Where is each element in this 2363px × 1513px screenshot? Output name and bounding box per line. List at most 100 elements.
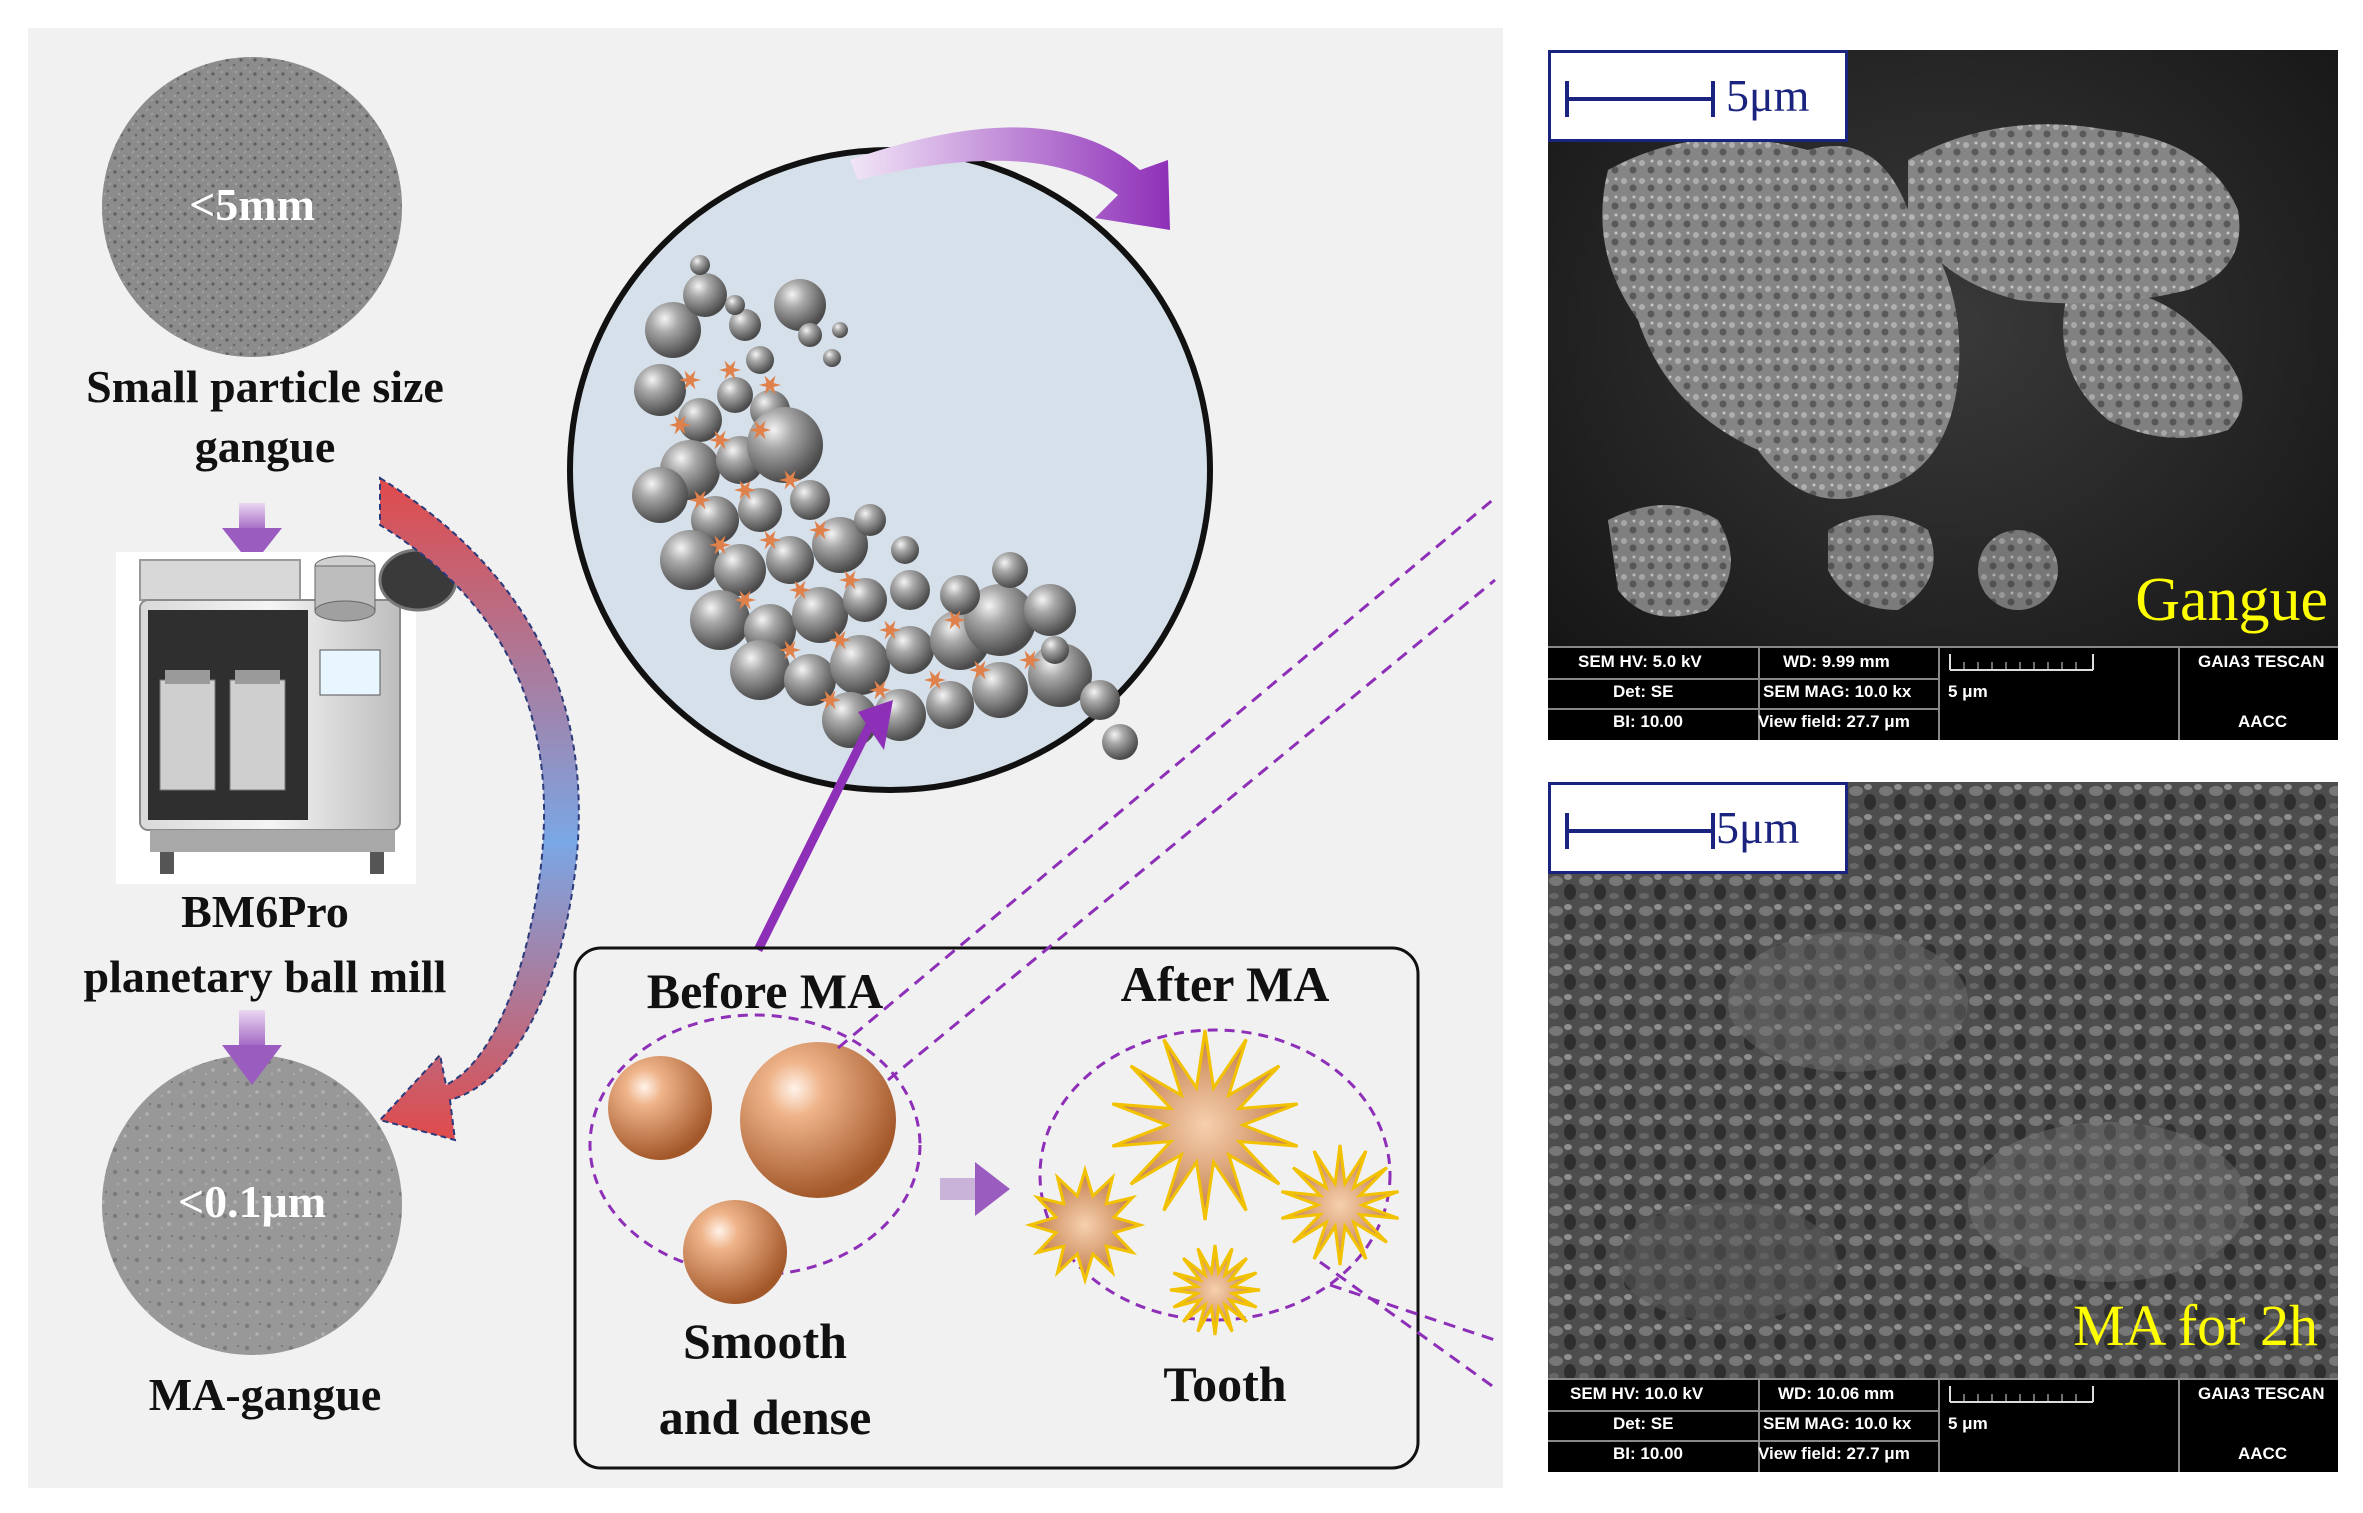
smooth-particle — [740, 1042, 896, 1198]
sem-ruler — [1949, 1386, 2094, 1403]
disc-bottom-size: <0.1μm — [177, 1176, 327, 1227]
steel-ball — [890, 570, 930, 610]
sem-image-gangue: 5μm Gangue SEM HV: 5.0 kV WD: 9.99 mm De… — [1548, 50, 2338, 740]
sem-info-bar: SEM HV: 10.0 kV WD: 10.06 mm Det: SE SEM… — [1548, 1378, 2338, 1472]
sem-label-ma-2h: MA for 2h — [2073, 1293, 2318, 1358]
steel-ball — [691, 496, 739, 544]
copper-flake — [679, 370, 701, 390]
copper-flake — [689, 490, 711, 510]
steel-ball — [746, 346, 774, 374]
label-after-ma: After MA — [1120, 956, 1330, 1012]
tooth-particle — [1111, 1029, 1299, 1221]
steel-ball — [1041, 636, 1069, 664]
steel-ball — [774, 279, 826, 331]
copper-flake — [734, 480, 756, 500]
steel-ball — [729, 309, 761, 341]
before-ma-region — [588, 1013, 922, 1277]
steel-ball — [832, 322, 848, 338]
sem-texture — [1548, 50, 2338, 740]
steel-ball — [766, 536, 814, 584]
copper-flake — [789, 580, 811, 600]
scale-bar-label: 5μm — [1726, 70, 1810, 121]
steel-ball — [645, 302, 701, 358]
steel-ball — [634, 364, 686, 416]
steel-ball — [823, 349, 841, 367]
steel-ball — [790, 480, 830, 520]
copper-flake — [819, 690, 841, 710]
label-tooth: Tooth — [1163, 1356, 1287, 1412]
steel-ball — [683, 273, 727, 317]
steel-ball — [964, 584, 1036, 656]
copper-flake — [719, 360, 741, 380]
tooth-particles — [1024, 1029, 1400, 1336]
steel-ball — [690, 590, 750, 650]
label-smooth-line1: Smooth — [683, 1313, 847, 1369]
steel-ball — [891, 536, 919, 564]
tooth-particle — [1280, 1144, 1400, 1266]
after-ma-region — [1038, 1028, 1392, 1322]
ma-gangue-disc — [102, 1055, 402, 1355]
coarse-gangue-disc — [102, 57, 402, 357]
smooth-particle — [683, 1200, 787, 1304]
steel-ball — [1028, 643, 1092, 707]
copper-flake — [879, 620, 901, 640]
sem-texture — [1548, 782, 2338, 1472]
ma-process-box — [573, 946, 1420, 1470]
copper-flake — [944, 610, 966, 630]
copper-flake — [869, 680, 891, 700]
ball-mill-image — [116, 548, 458, 884]
steel-ball — [792, 587, 848, 643]
sem-mag: SEM MAG: 10.0 kx — [1763, 1414, 1912, 1433]
sem-wd: WD: 9.99 mm — [1783, 652, 1890, 671]
sem-det: Det: SE — [1613, 1414, 1674, 1433]
tooth-particle — [1024, 1164, 1146, 1286]
sem-view-field: View field: 27.7 μm — [1758, 1444, 1910, 1463]
copper-flake — [839, 570, 861, 590]
steel-ball — [1080, 680, 1120, 720]
scale-bar — [1565, 81, 1715, 117]
sem-info-bar: SEM HV: 5.0 kV WD: 9.99 mm Det: SE SEM M… — [1548, 646, 2338, 740]
steel-ball — [854, 504, 886, 536]
sem-image-ma-2h: 5μm MA for 2h SEM HV: 10.0 kV WD: 10.06 … — [1548, 782, 2338, 1472]
scale-bar-label: 5μm — [1716, 802, 1800, 853]
scale-bar — [1565, 813, 1715, 849]
steel-ball — [843, 578, 887, 622]
process-link-arrow — [753, 700, 893, 953]
label-before-ma: Before MA — [646, 963, 884, 1019]
sem-hv: SEM HV: 5.0 kV — [1578, 652, 1702, 671]
copper-flake — [809, 520, 831, 540]
label-smooth-line2: and dense — [658, 1389, 872, 1445]
steel-ball — [940, 575, 980, 615]
copper-flake — [749, 420, 771, 440]
sem-org: AACC — [2238, 712, 2288, 731]
sem-mag: SEM MAG: 10.0 kx — [1763, 682, 1912, 701]
steel-ball — [730, 640, 790, 700]
sem-bi: BI: 10.00 — [1613, 1444, 1683, 1463]
steel-ball — [714, 544, 766, 596]
sem-brand: GAIA3 TESCAN — [2198, 652, 2325, 671]
zoom-lines — [837, 496, 1496, 1390]
steel-ball — [747, 407, 823, 483]
copper-flake — [759, 530, 781, 550]
sem-view-field: View field: 27.7 μm — [1758, 712, 1910, 731]
sem-hv: SEM HV: 10.0 kV — [1570, 1384, 1704, 1403]
steel-ball — [1102, 724, 1138, 760]
label-ma-gangue: MA-gangue — [148, 1369, 382, 1420]
steel-ball — [1024, 584, 1076, 636]
sem-det: Det: SE — [1613, 682, 1674, 701]
copper-flake — [709, 535, 731, 555]
sem-wd: WD: 10.06 mm — [1778, 1384, 1895, 1403]
smooth-particle — [608, 1056, 712, 1160]
label-small-gangue-line2: gangue — [194, 421, 336, 472]
steel-ball — [784, 654, 836, 706]
gradient-return-arrow — [378, 476, 580, 1142]
steel-ball — [660, 530, 720, 590]
sem-label-gangue: Gangue — [2135, 566, 2328, 634]
steel-ball — [830, 635, 890, 695]
sem-ruler — [1949, 654, 2094, 671]
copper-flake — [924, 670, 946, 690]
steel-ball — [725, 295, 745, 315]
copper-flake — [969, 660, 991, 680]
scale-bar-box: 5μm — [1548, 50, 1848, 142]
